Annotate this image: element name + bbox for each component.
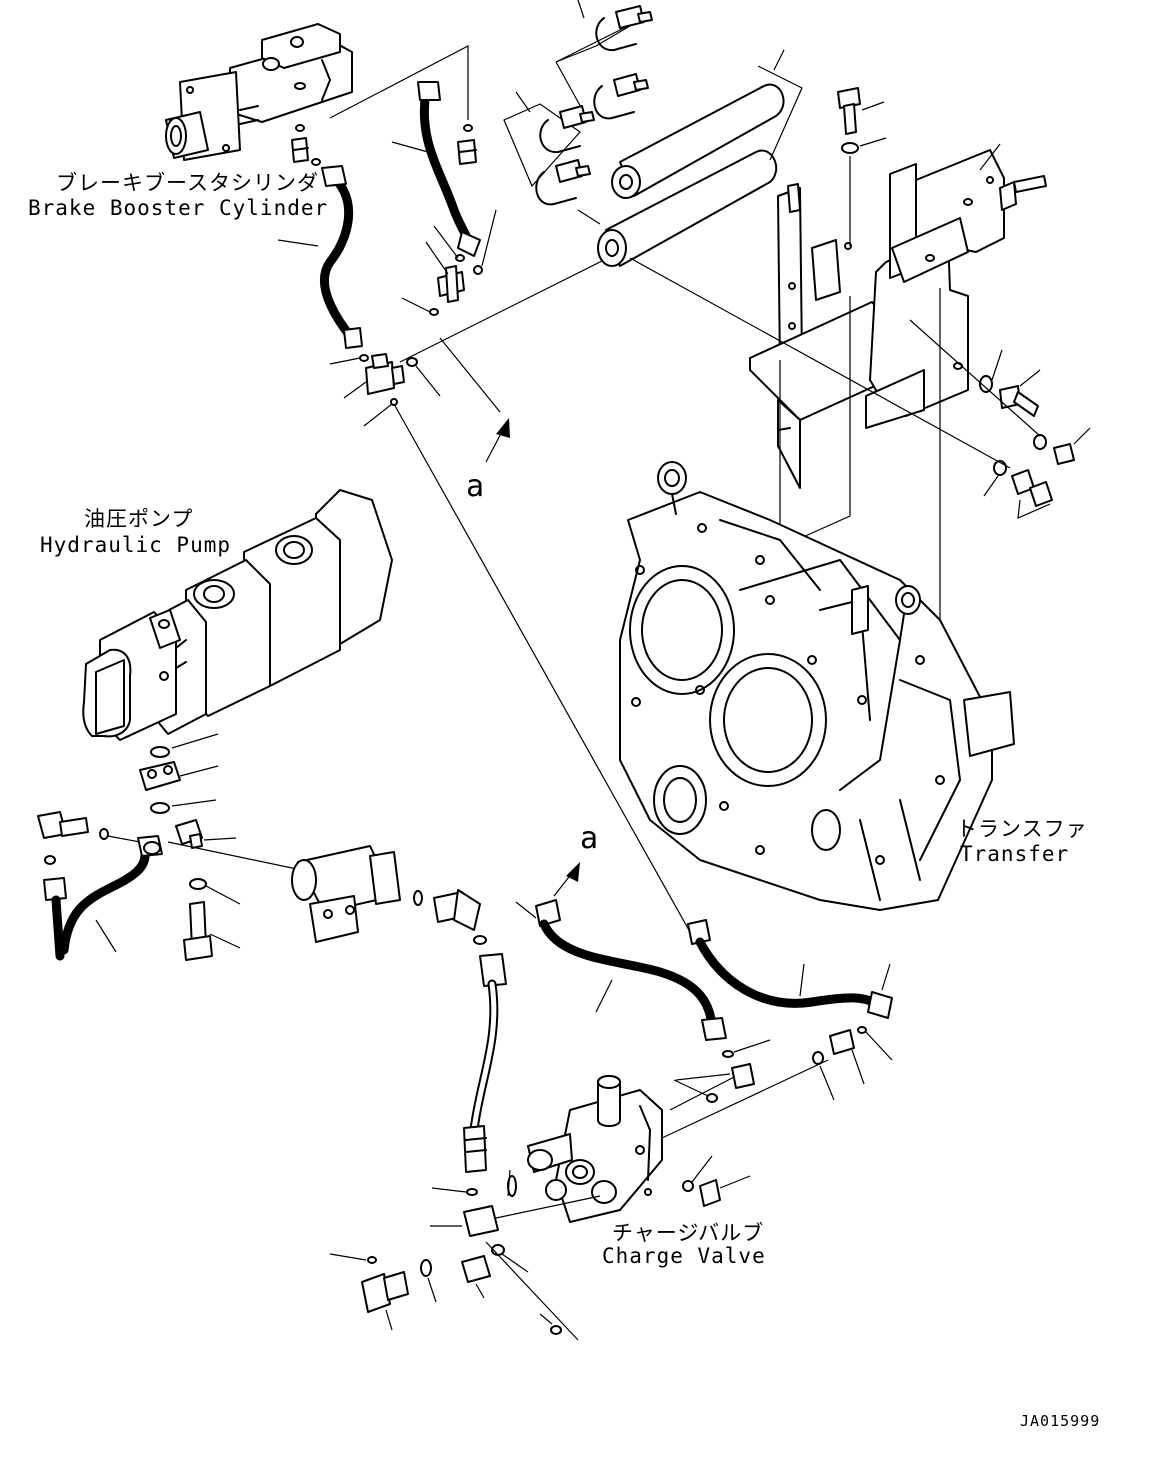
- charge-valve-label-en: Charge Valve: [602, 1244, 766, 1268]
- transfer-case: [619, 461, 1015, 911]
- charge-valve-fittings: [329, 1063, 755, 1341]
- middle-hose: [515, 899, 771, 1058]
- brake-booster-label-en: Brake Booster Cylinder: [28, 196, 328, 220]
- drawing-code: JA015999: [1020, 1412, 1100, 1430]
- hydraulic-pump-label-jp: 油圧ポンプ: [84, 507, 193, 531]
- charge-valve-label-jp: チャージバルブ: [612, 1221, 764, 1245]
- brake-booster-hose: [277, 165, 363, 349]
- brake-booster-cylinder: [165, 23, 477, 166]
- tee-fitting: [329, 251, 621, 427]
- ref-arrow-a-top: a: [439, 337, 510, 504]
- transfer-label-jp: トランスファ: [956, 817, 1088, 841]
- charge-valve: [527, 1059, 829, 1223]
- mounting-bracket: [629, 87, 1091, 740]
- leader-line-long: [393, 403, 691, 933]
- hydraulic-pump: [82, 489, 393, 741]
- pump-outlet-parts: [37, 733, 331, 961]
- charge-supply-hose: [431, 953, 507, 1196]
- right-hose: [687, 919, 893, 1101]
- ref-label-a-bottom: a: [580, 821, 598, 856]
- brake-booster-label-jp: ブレーキブースタシリンダ: [56, 171, 319, 195]
- hydraulic-pump-label-en: Hydraulic Pump: [40, 533, 231, 557]
- center-hose: [391, 81, 497, 275]
- solenoid-valve: [291, 845, 487, 945]
- accumulator-clamps: [535, 5, 653, 225]
- ref-label-a-top: a: [466, 469, 484, 504]
- ref-arrow-a-bottom: a: [553, 821, 598, 897]
- adapter-fittings: [401, 225, 465, 316]
- transfer-label-en: Transfer: [960, 842, 1069, 866]
- accumulators: [503, 0, 803, 267]
